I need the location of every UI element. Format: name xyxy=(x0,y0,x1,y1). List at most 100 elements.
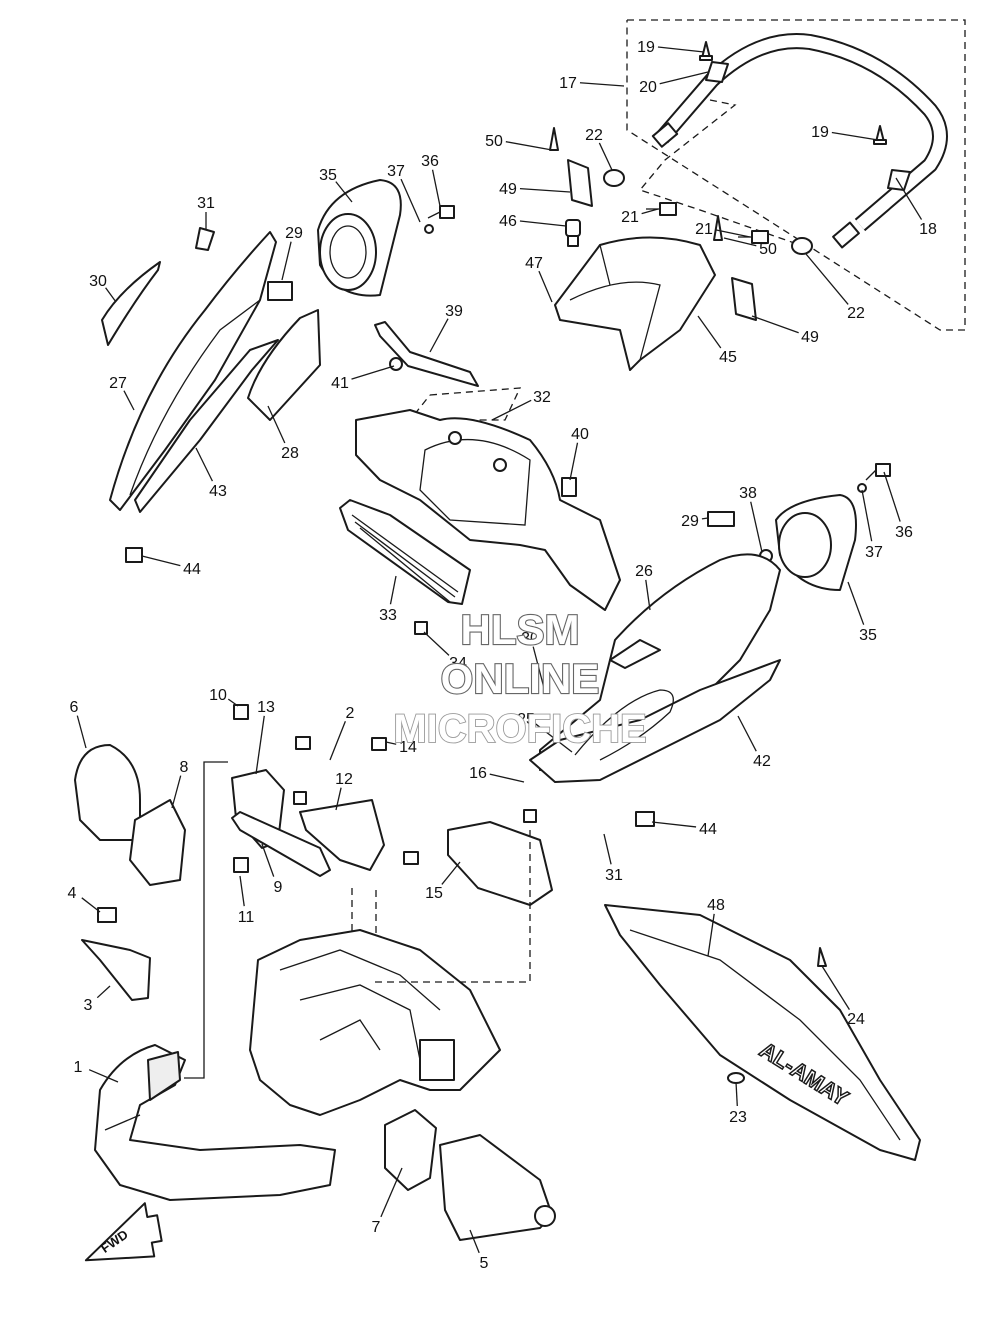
front-frame xyxy=(249,929,501,1116)
leader-line-19 xyxy=(657,46,705,53)
side-panel-left xyxy=(101,227,321,563)
leader-line-49 xyxy=(519,187,571,193)
callout-labels: 1234567891011121314151617181919202121222… xyxy=(68,39,937,1272)
leader-line-1 xyxy=(88,1069,119,1083)
callout-31: 31 xyxy=(197,195,215,212)
watermark-line2: ONLINE xyxy=(441,655,600,702)
headlight-housing-top xyxy=(317,179,402,297)
callout-32: 32 xyxy=(533,389,551,406)
grille-33 xyxy=(339,499,471,635)
leader-line-13 xyxy=(255,715,265,775)
leader-line-35 xyxy=(335,181,353,203)
leader-line-19 xyxy=(831,131,879,141)
callout-28: 28 xyxy=(281,445,299,462)
cover-15 xyxy=(375,809,553,983)
callout-41: 41 xyxy=(331,375,349,392)
leader-line-46 xyxy=(519,220,567,227)
callout-26: 26 xyxy=(635,563,653,580)
leader-line-35 xyxy=(847,581,865,625)
leader-line-36 xyxy=(883,471,901,522)
leader-line-7 xyxy=(380,1167,403,1218)
leader-line-11 xyxy=(239,875,245,907)
leader-line-32 xyxy=(491,399,532,421)
callout-35: 35 xyxy=(319,167,337,184)
leader-line-6 xyxy=(76,715,87,749)
center-cover-32 xyxy=(355,409,621,611)
callout-19: 19 xyxy=(811,124,829,141)
callout-38: 38 xyxy=(739,485,757,502)
leader-line-4 xyxy=(81,897,101,913)
callout-20: 20 xyxy=(639,79,657,96)
leader-line-5 xyxy=(469,1229,480,1254)
callout-50: 50 xyxy=(759,241,777,258)
lower-left-parts xyxy=(74,744,186,1001)
callout-17: 17 xyxy=(559,75,577,92)
leader-line-28 xyxy=(267,405,286,444)
leader-line-22 xyxy=(805,253,849,305)
leader-line-15 xyxy=(441,861,461,885)
leader-line-12 xyxy=(335,787,342,811)
callout-21: 21 xyxy=(621,209,639,226)
callout-14: 14 xyxy=(399,739,417,756)
leader-line-44 xyxy=(141,555,181,567)
callout-37: 37 xyxy=(387,163,405,180)
leader-line-45 xyxy=(697,315,722,349)
callout-48: 48 xyxy=(707,897,725,914)
callout-35: 35 xyxy=(859,627,877,644)
callout-15: 15 xyxy=(425,885,443,902)
leader-line-29 xyxy=(701,517,709,520)
callout-3: 3 xyxy=(84,997,93,1014)
callout-22: 22 xyxy=(847,305,865,322)
callout-36: 36 xyxy=(421,153,439,170)
callout-47: 47 xyxy=(525,255,543,272)
leader-line-37 xyxy=(400,178,421,223)
leader-line-21 xyxy=(641,208,659,215)
leader-line-40 xyxy=(569,442,579,481)
leader-line-33 xyxy=(389,575,397,605)
bracket-39 xyxy=(374,321,522,421)
callout-16: 16 xyxy=(469,765,487,782)
leader-line-50 xyxy=(723,237,757,247)
under-panel-48: AL-AMAY xyxy=(604,904,921,1161)
callout-36: 36 xyxy=(895,524,913,541)
callout-44: 44 xyxy=(699,821,717,838)
leader-line-37 xyxy=(861,489,873,542)
lower-ducts xyxy=(384,1109,556,1241)
leader-line-39 xyxy=(429,318,449,353)
leader-line-27 xyxy=(123,390,135,411)
front-cowl-1 xyxy=(94,1044,336,1201)
leader-line-41 xyxy=(351,365,395,380)
leader-line-16 xyxy=(489,773,525,783)
callout-23: 23 xyxy=(729,1109,747,1126)
callout-27: 27 xyxy=(109,375,127,392)
callout-40: 40 xyxy=(571,426,589,443)
callout-9: 9 xyxy=(274,879,283,896)
leader-line-29 xyxy=(281,241,292,281)
callout-19: 19 xyxy=(637,39,655,56)
leader-line-26 xyxy=(645,579,651,611)
leader-line-9 xyxy=(261,843,275,877)
watermark-line1: HLSM xyxy=(461,606,580,653)
leader-line-22 xyxy=(598,142,613,171)
leader-line-42 xyxy=(737,715,757,752)
leader-line-49 xyxy=(751,315,799,334)
leader-line-23 xyxy=(735,1081,738,1107)
callout-10: 10 xyxy=(209,687,227,704)
leader-line-36 xyxy=(431,169,441,207)
headlight-housing-right xyxy=(707,494,857,591)
callout-4: 4 xyxy=(68,885,77,902)
callout-8: 8 xyxy=(180,759,189,776)
bolts xyxy=(424,202,891,493)
cover-45-47 xyxy=(554,236,716,371)
side-panel-right xyxy=(529,553,781,827)
callout-25: 25 xyxy=(517,711,535,728)
leader-line-30 xyxy=(532,646,545,689)
callout-30: 30 xyxy=(521,630,539,647)
leader-line-24 xyxy=(821,965,850,1010)
callout-29: 29 xyxy=(681,513,699,530)
brackets-49-50 xyxy=(549,127,757,321)
leader-line-48 xyxy=(707,913,715,957)
callout-29: 29 xyxy=(285,225,303,242)
callout-49: 49 xyxy=(499,181,517,198)
leader-line-25 xyxy=(535,723,573,753)
